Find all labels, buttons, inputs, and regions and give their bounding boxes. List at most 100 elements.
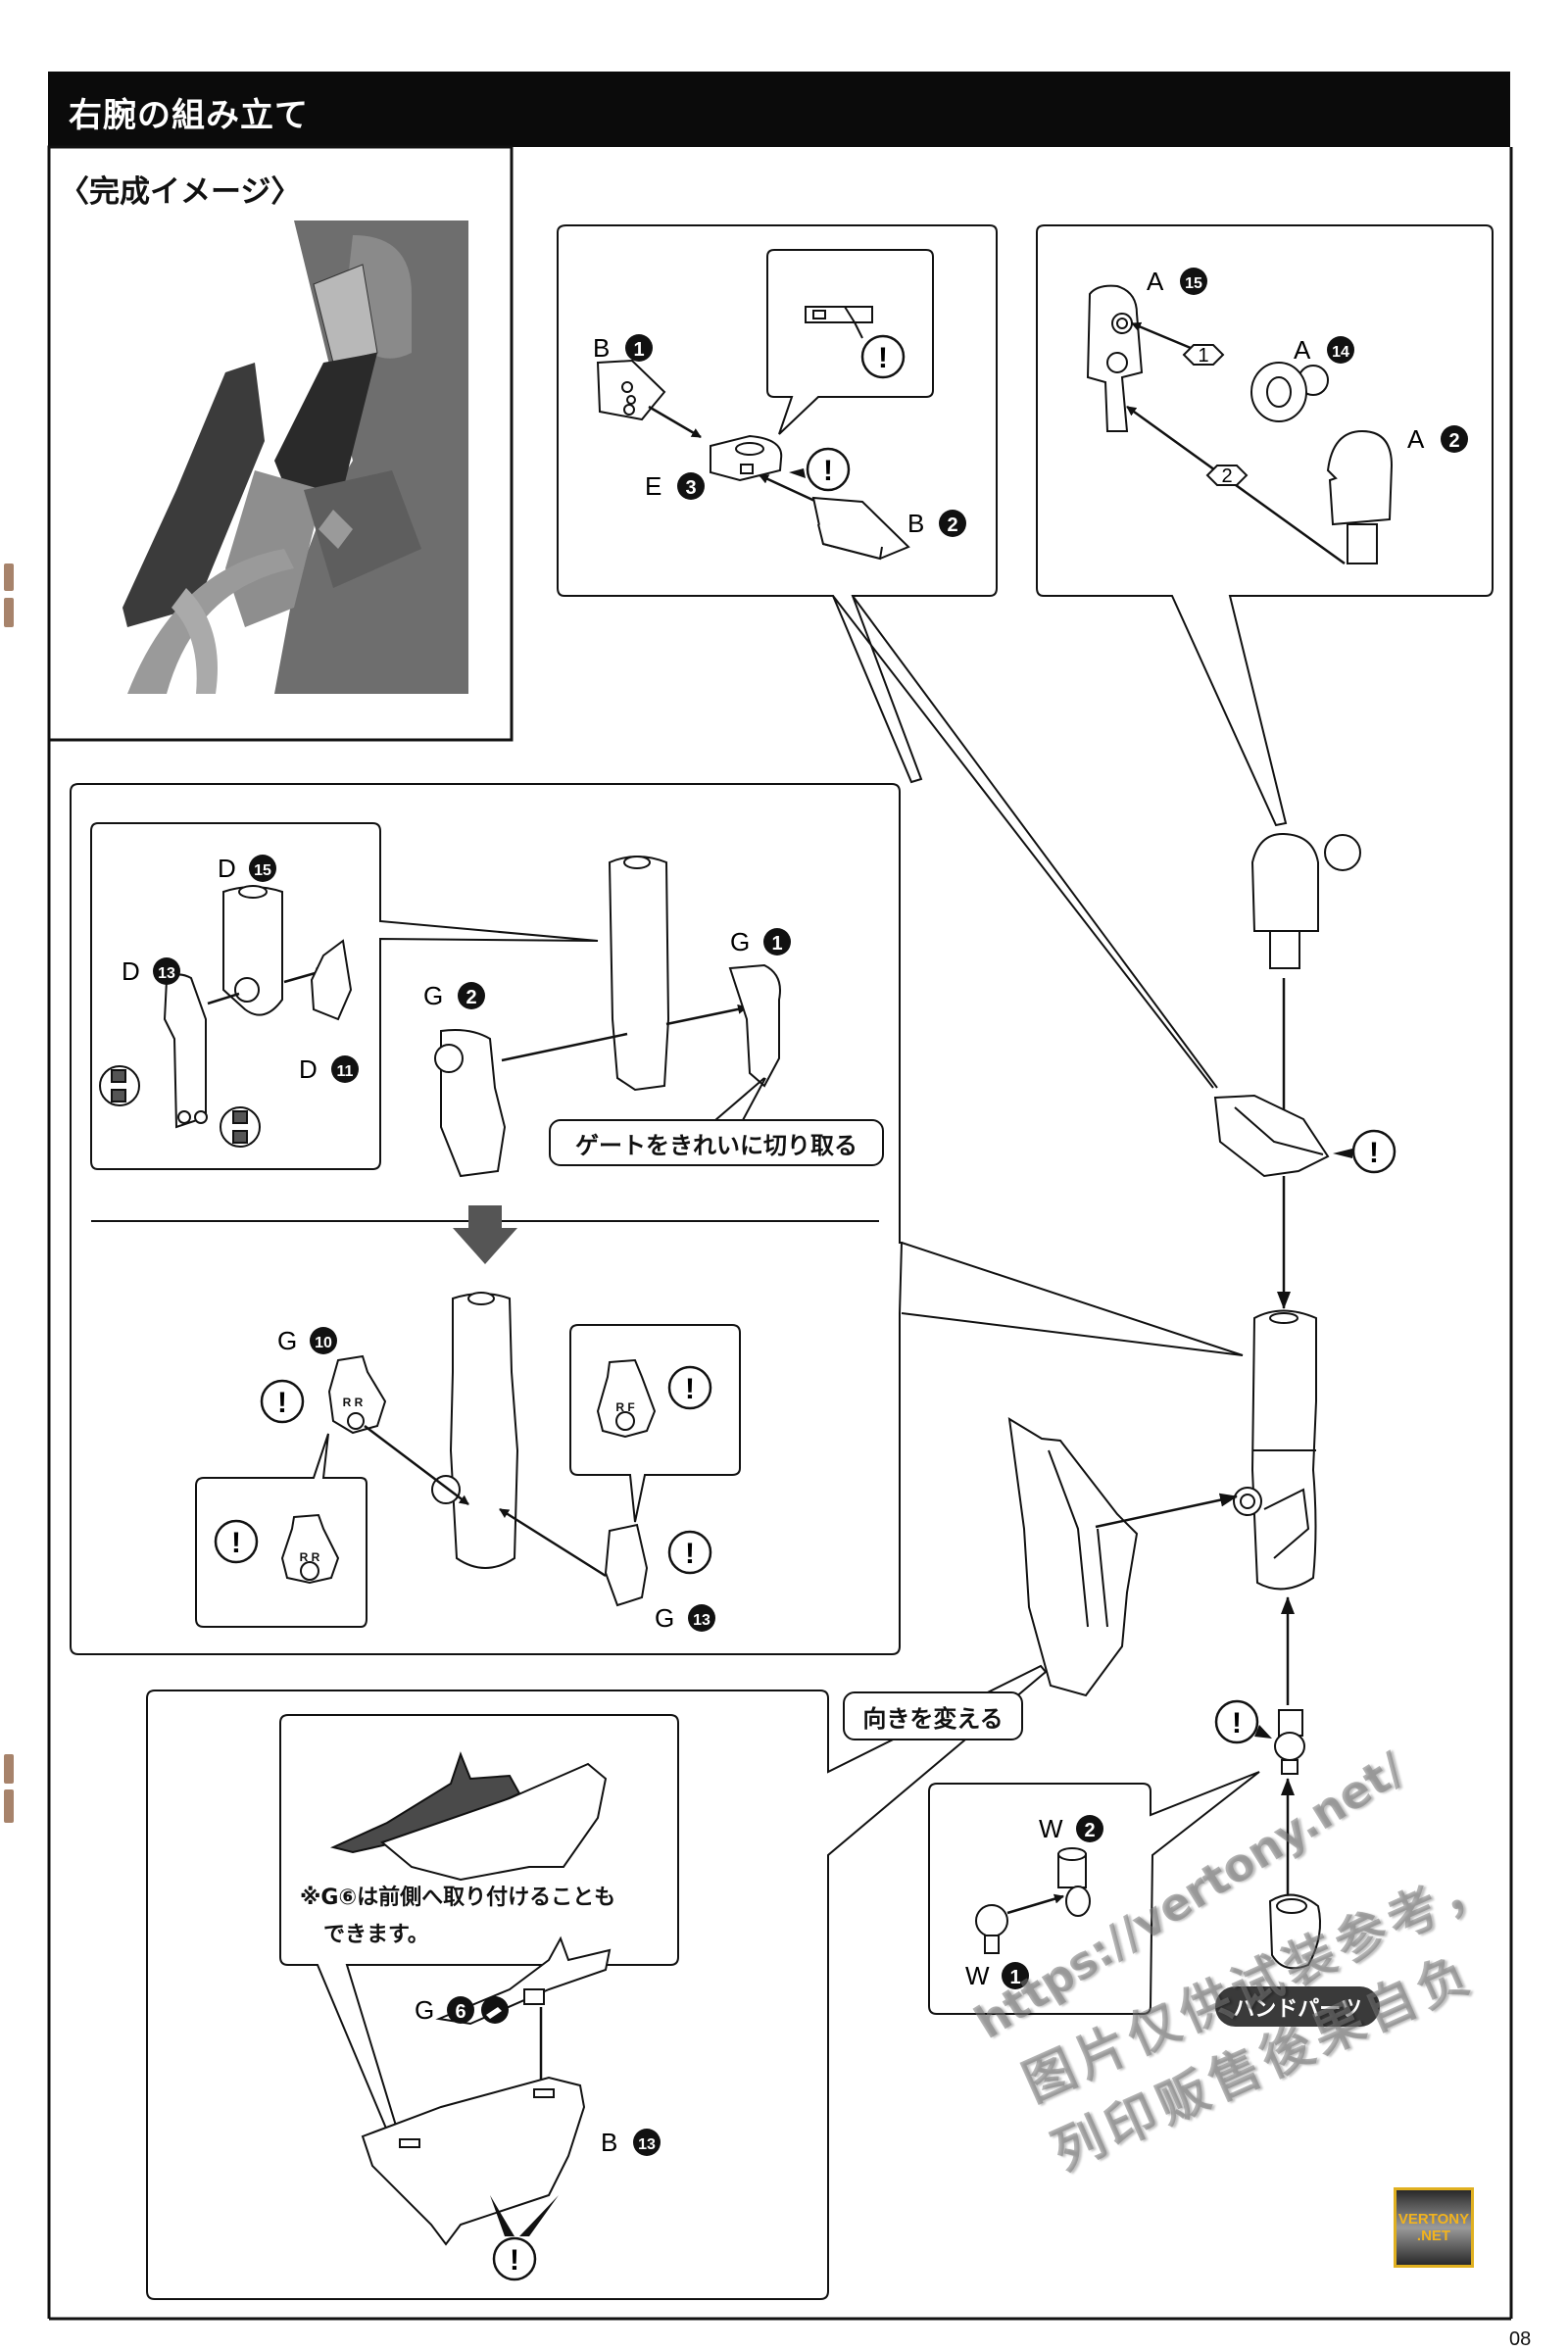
part-b2-drawing bbox=[811, 496, 910, 561]
part-e3-drawing bbox=[710, 434, 783, 482]
part-g6-drawing bbox=[435, 1936, 612, 2026]
part-forearm-assembled-drawing bbox=[431, 1292, 519, 1569]
step1-hex-icon: 1 bbox=[1182, 344, 1225, 367]
caution-icon: ! bbox=[1333, 1129, 1396, 1174]
svg-text:1: 1 bbox=[1009, 1967, 1020, 1988]
caution-icons: ! ! ! ! ! ! ! ! ! bbox=[214, 334, 1396, 2281]
leader-lines-panel1 bbox=[832, 595, 1218, 1089]
svg-text:A: A bbox=[1294, 335, 1311, 365]
panel-a15-a14-a2 bbox=[1036, 224, 1494, 827]
svg-text:!: ! bbox=[823, 455, 833, 487]
part-d11-drawing bbox=[310, 939, 353, 1021]
svg-text:G: G bbox=[730, 927, 750, 956]
svg-text:2: 2 bbox=[1084, 1820, 1095, 1841]
svg-text:!: ! bbox=[878, 342, 888, 374]
g10-detail-marking: R R bbox=[300, 1550, 320, 1564]
part-hand-drawing bbox=[1268, 1893, 1321, 1970]
svg-text:D: D bbox=[299, 1054, 318, 1084]
completion-image-box bbox=[47, 145, 514, 742]
arrow-g2-to-core bbox=[501, 1032, 628, 1062]
arrow-step1 bbox=[1131, 321, 1199, 353]
e3-detail-bubble bbox=[766, 249, 934, 435]
caution-icon: ! bbox=[667, 1530, 712, 1575]
g6-note-line2: できます。 bbox=[323, 1923, 429, 1947]
part-b13-drawing bbox=[361, 2076, 586, 2246]
svg-text:!: ! bbox=[685, 1538, 695, 1570]
arrow-d13-to-d15 bbox=[207, 992, 240, 1005]
svg-text:A: A bbox=[1407, 424, 1425, 454]
part-w2-drawing bbox=[1057, 1847, 1091, 1917]
arrow-shield-to-arm bbox=[1095, 1493, 1238, 1529]
svg-text:!: ! bbox=[277, 1387, 287, 1419]
svg-text:G: G bbox=[423, 981, 443, 1010]
g6-front-mount-drawing bbox=[329, 1751, 608, 1882]
svg-text:B: B bbox=[593, 333, 610, 363]
section-header-bar bbox=[48, 72, 1510, 147]
svg-text:13: 13 bbox=[638, 2136, 656, 2153]
svg-text:!: ! bbox=[1232, 1707, 1242, 1740]
vertony-logo: VERTONY .NET bbox=[1394, 2187, 1474, 2268]
gate-detail-circle-2 bbox=[220, 1106, 261, 1148]
g6-note: ※G⑥は前側へ取り付けることも できます。 bbox=[300, 1880, 615, 1954]
change-direction-label: 向きを変える bbox=[843, 1691, 1023, 1740]
down-arrow-icon bbox=[453, 1205, 517, 1264]
svg-text:G: G bbox=[415, 1995, 434, 2025]
svg-text:!: ! bbox=[1369, 1137, 1379, 1169]
completion-photo bbox=[120, 220, 468, 694]
svg-text:2: 2 bbox=[1448, 430, 1459, 452]
arrow-g13-to-forearm bbox=[499, 1507, 607, 1578]
completion-image-title: 〈完成イメージ〉 bbox=[59, 174, 302, 210]
svg-text:1: 1 bbox=[771, 933, 782, 955]
step2-number: 2 bbox=[1221, 466, 1232, 487]
part-g13-drawing bbox=[604, 1523, 649, 1607]
part-d15-drawing bbox=[222, 885, 283, 1016]
staple-mark bbox=[4, 1789, 14, 1823]
svg-text:D: D bbox=[122, 956, 140, 986]
label-g10: G 10 bbox=[277, 1326, 337, 1355]
svg-text:D: D bbox=[218, 854, 236, 883]
part-b-armor-drawing bbox=[1213, 1094, 1330, 1178]
part-g1-drawing bbox=[728, 963, 781, 1088]
svg-text:G: G bbox=[655, 1603, 674, 1633]
staple-mark bbox=[4, 598, 14, 627]
g13-marking: R F bbox=[615, 1400, 634, 1414]
step2-hex-icon: 2 bbox=[1205, 465, 1249, 487]
svg-text:W: W bbox=[965, 1961, 990, 1990]
arrow-w1-to-w2 bbox=[1006, 1893, 1064, 1915]
step1-number: 1 bbox=[1198, 345, 1208, 367]
g10-marking: R R bbox=[343, 1396, 364, 1409]
label-b13: B 13 bbox=[601, 2128, 661, 2157]
svg-text:1: 1 bbox=[633, 339, 644, 361]
part-w1-drawing bbox=[975, 1904, 1008, 1954]
leader-lines-arm-box bbox=[901, 1242, 1244, 1356]
caution-icon: ! bbox=[667, 1365, 712, 1410]
part-a15-drawing bbox=[1086, 284, 1144, 432]
cut-gate-label: ゲートをきれいに切り取る bbox=[549, 1119, 884, 1166]
svg-text:6: 6 bbox=[455, 2001, 466, 2023]
gate-label-pointer bbox=[714, 1077, 766, 1121]
svg-text:G: G bbox=[277, 1326, 297, 1355]
arrow-b2-to-e3 bbox=[759, 473, 824, 507]
svg-text:10: 10 bbox=[315, 1335, 332, 1351]
part-g2-drawing bbox=[434, 1029, 507, 1178]
svg-text:15: 15 bbox=[254, 862, 271, 879]
part-forearm-core-drawing bbox=[608, 856, 670, 1092]
svg-text:13: 13 bbox=[693, 1612, 710, 1629]
hand-parts-label: ハンドパーツ bbox=[1215, 1986, 1380, 2027]
svg-text:B: B bbox=[601, 2128, 617, 2157]
arrow-b1-to-e3 bbox=[648, 405, 702, 439]
caution-icon: ! bbox=[490, 2195, 559, 2281]
part-wrist-joint-drawing bbox=[1274, 1709, 1305, 1775]
assembled-arm-drawing bbox=[1233, 1309, 1317, 1591]
svg-text:A: A bbox=[1147, 267, 1164, 296]
